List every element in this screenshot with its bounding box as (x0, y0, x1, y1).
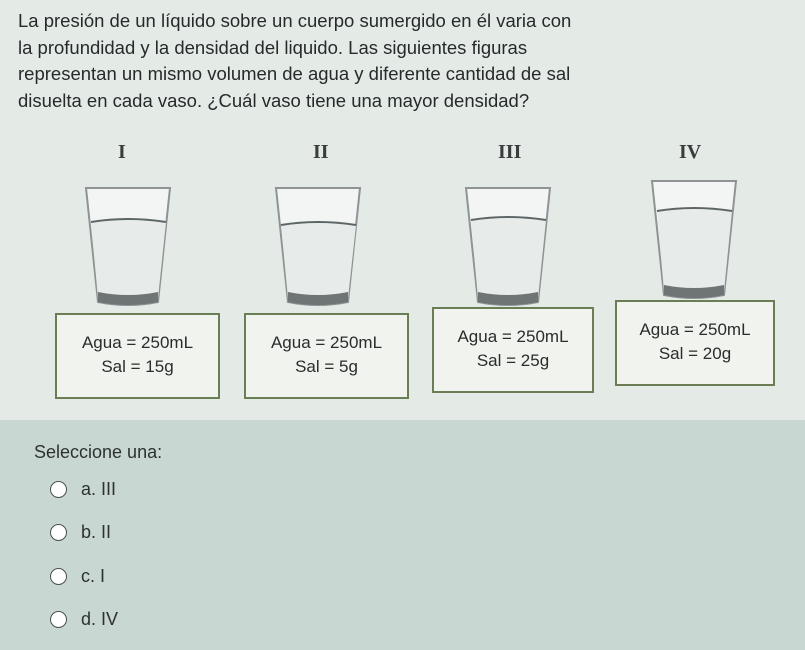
glass-ii-icon (274, 187, 362, 306)
glass-iii-sal: Sal = 25g (476, 351, 550, 370)
option-d-radio[interactable] (50, 610, 67, 628)
option-d[interactable]: d. IV (50, 607, 118, 631)
answer-area: Seleccione una: a. III b. II c. I d. IV (0, 420, 805, 650)
question-line: representan un mismo volumen de agua y d… (18, 63, 571, 84)
glass-ii-numeral: II (313, 141, 329, 163)
glass-i-label: Agua = 250mL Sal = 15g (55, 313, 220, 399)
option-c[interactable]: c. I (50, 564, 105, 588)
glass-ii-label: Agua = 250mL Sal = 5g (244, 313, 409, 399)
option-d-label[interactable]: d. IV (81, 608, 119, 629)
question-text: La presión de un líquido sobre un cuerpo… (18, 8, 658, 114)
option-c-label[interactable]: c. I (81, 565, 106, 586)
glass-iv-sal: Sal = 20g (658, 344, 732, 363)
option-a[interactable]: a. III (50, 477, 116, 501)
question-line: la profundidad y la densidad del liquido… (18, 36, 528, 58)
glass-i-sal: Sal = 15g (101, 357, 174, 376)
glass-i-agua: Agua = 250mL (81, 333, 194, 352)
glass-ii-sal: Sal = 5g (295, 357, 358, 376)
glass-iii-numeral: III (498, 141, 522, 163)
option-b[interactable]: b. II (50, 520, 111, 544)
question-line: disuelta en cada vaso. ¿Cuál vaso tiene … (18, 89, 530, 111)
question-line: La presión de un líquido sobre un cuerpo… (18, 10, 572, 31)
glasses-figure: I II III IV (0, 135, 805, 415)
glass-iv-numeral: IV (679, 141, 702, 163)
option-b-label[interactable]: b. II (81, 521, 112, 542)
glass-iv-label: Agua = 250mL Sal = 20g (615, 300, 775, 386)
option-a-radio[interactable] (50, 480, 67, 498)
glass-i-numeral: I (118, 141, 126, 163)
glass-iii-label: Agua = 250mL Sal = 25g (432, 307, 594, 393)
glass-iv-agua: Agua = 250mL (639, 320, 751, 339)
question-panel: La presión de un líquido sobre un cuerpo… (0, 0, 805, 420)
glass-iv-icon (650, 180, 738, 299)
option-b-radio[interactable] (50, 523, 67, 541)
glass-iii-icon (464, 187, 552, 306)
answer-prompt: Seleccione una: (34, 442, 163, 462)
glass-iii-agua: Agua = 250mL (457, 327, 569, 346)
glass-i-icon (84, 187, 172, 306)
option-a-label[interactable]: a. III (81, 478, 117, 499)
option-c-radio[interactable] (50, 567, 67, 585)
glass-ii-agua: Agua = 250mL (270, 333, 383, 352)
